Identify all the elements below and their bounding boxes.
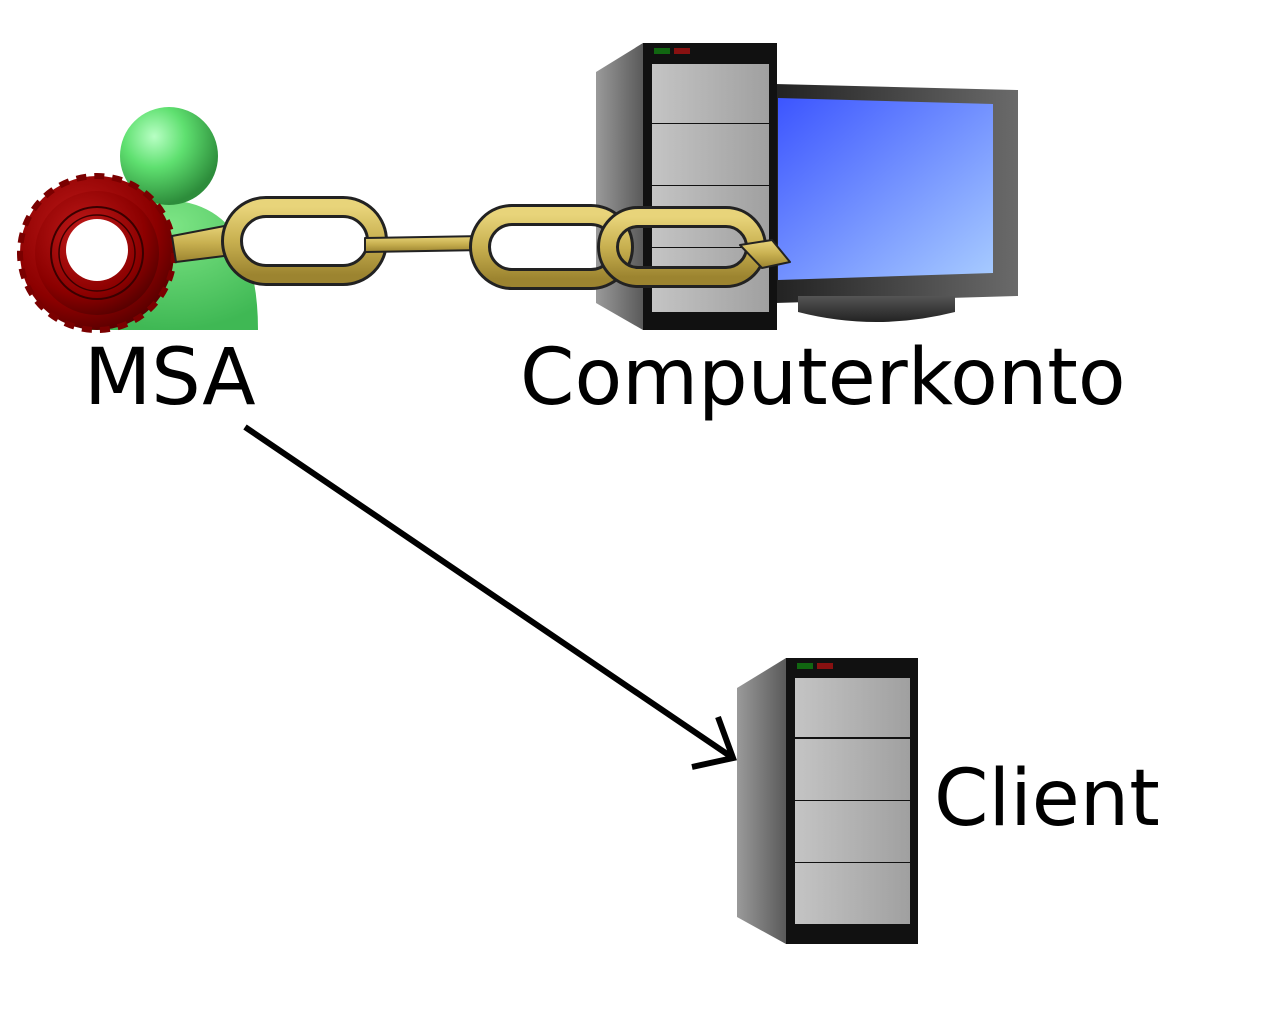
chain-icon	[171, 196, 791, 290]
client-label: Client	[934, 754, 1160, 844]
msa-label: MSA	[84, 333, 256, 423]
computer-account-label: Computerkonto	[520, 333, 1126, 423]
msa-to-client-arrow	[243, 424, 737, 770]
gear-icon	[17, 173, 177, 333]
user-with-gear-icon	[17, 107, 258, 333]
desktop-computer-icon	[596, 43, 1018, 330]
monitor	[775, 84, 1018, 322]
tower-server-icon	[737, 658, 918, 944]
